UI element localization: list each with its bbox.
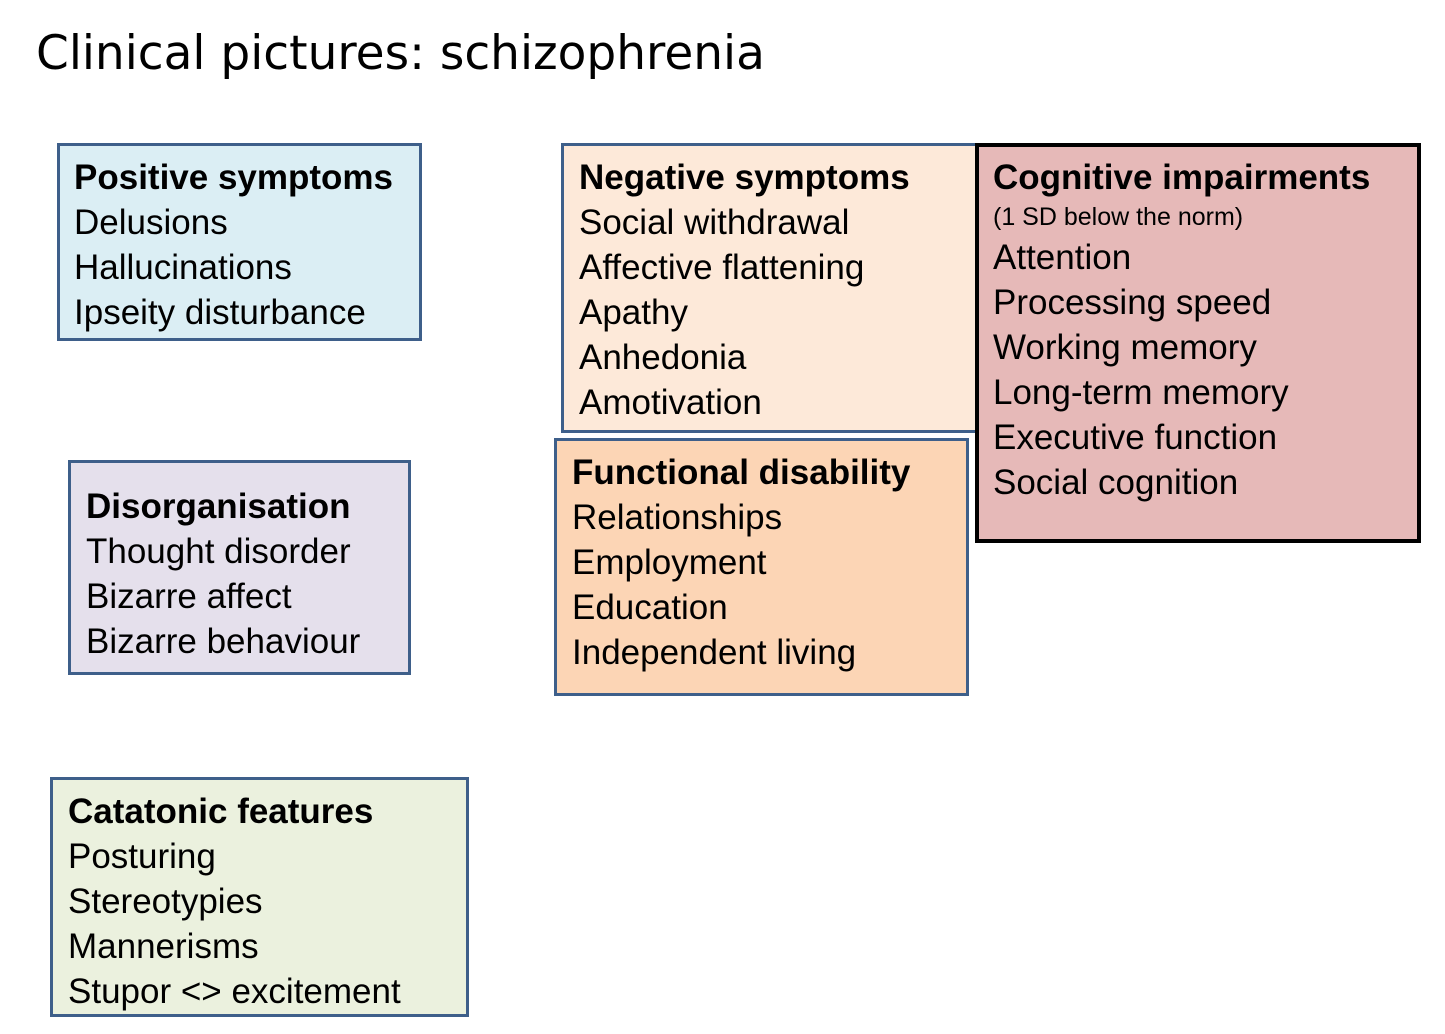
positive-symptom-item: Delusions [74,203,228,242]
catatonic-features-heading: Catatonic features [68,792,374,831]
disorganisation-item: Bizarre behaviour [86,622,361,661]
positive-symptoms-box: Positive symptoms Delusions Hallucinatio… [57,143,422,341]
negative-symptoms-box: Negative symptoms Social withdrawal Affe… [561,143,991,433]
catatonic-feature-item: Stupor <> excitement [68,972,401,1011]
cognitive-impairments-note: (1 SD below the norm) [993,203,1244,231]
positive-symptom-item: Hallucinations [74,248,292,287]
cognitive-impairments-box: Cognitive impairments (1 SD below the no… [975,143,1421,543]
functional-disability-box: Functional disability Relationships Empl… [554,438,969,696]
functional-disability-item: Employment [572,543,767,582]
functional-disability-heading: Functional disability [572,453,911,492]
catatonic-feature-item: Stereotypies [68,882,263,921]
cognitive-impairment-item: Long-term memory [993,373,1289,412]
cognitive-impairment-item: Working memory [993,328,1257,367]
disorganisation-box: Disorganisation Thought disorder Bizarre… [68,460,411,675]
slide-title: Clinical pictures: schizophrenia [36,26,765,81]
catatonic-feature-item: Mannerisms [68,927,259,966]
negative-symptom-item: Anhedonia [579,338,747,377]
functional-disability-item: Relationships [572,498,783,537]
positive-symptom-item: Ipseity disturbance [74,293,366,332]
cognitive-impairment-item: Social cognition [993,463,1239,502]
cognitive-impairment-item: Attention [993,238,1132,277]
negative-symptoms-heading: Negative symptoms [579,158,910,197]
negative-symptom-item: Amotivation [579,383,762,422]
catatonic-feature-item: Posturing [68,837,216,876]
positive-symptoms-heading: Positive symptoms [74,158,393,197]
cognitive-impairment-item: Processing speed [993,283,1272,322]
catatonic-features-box: Catatonic features Posturing Stereotypie… [50,777,469,1017]
functional-disability-item: Education [572,588,728,627]
negative-symptom-item: Social withdrawal [579,203,850,242]
disorganisation-heading: Disorganisation [86,487,351,526]
functional-disability-item: Independent living [572,633,857,672]
negative-symptom-item: Affective flattening [579,248,865,287]
disorganisation-item: Thought disorder [86,532,351,571]
disorganisation-item: Bizarre affect [86,577,292,616]
negative-symptom-item: Apathy [579,293,688,332]
cognitive-impairments-heading: Cognitive impairments [993,158,1371,197]
cognitive-impairment-item: Executive function [993,418,1278,457]
